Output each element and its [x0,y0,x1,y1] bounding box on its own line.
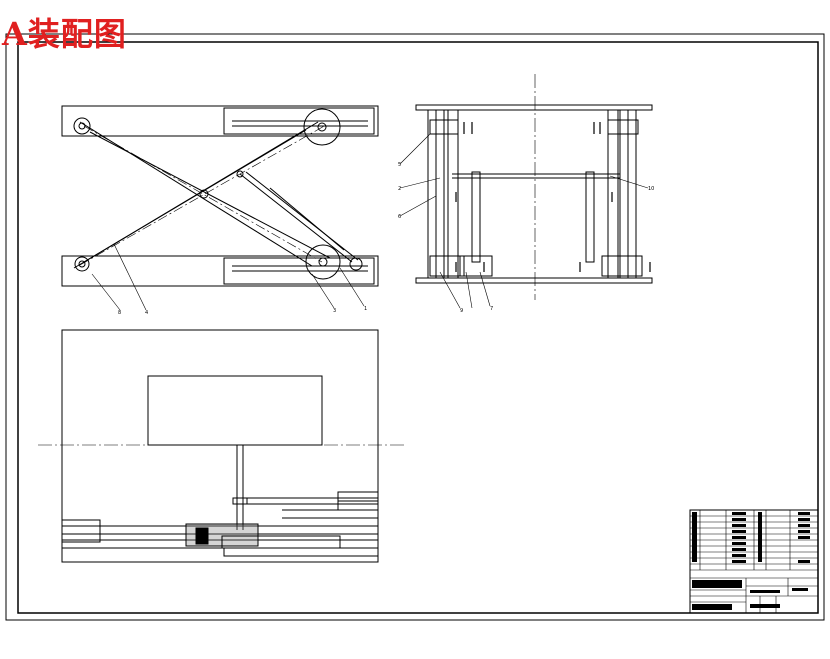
drive-mechanism-plan-view [38,329,406,563]
outer-border [5,33,825,621]
balloon-8: 8 [118,310,121,316]
balloon-4: 4 [145,310,148,316]
balloon-6: 6 [398,214,401,220]
balloon-3: 3 [333,308,336,314]
balloon-10: 10 [648,186,654,192]
title-block [689,509,819,614]
scissor-lift-front-view: 8 4 3 1 [61,105,379,316]
balloon-5: 5 [398,162,401,168]
balloon-1: 1 [364,306,367,312]
balloon-7: 7 [490,306,493,312]
balloon-9: 9 [460,308,463,314]
balloon-2: 2 [398,186,401,192]
scissor-lift-side-view: 5 2 6 9 7 10 [398,74,654,314]
drawing-title: A装配图 [2,15,127,53]
inner-border [17,41,819,614]
